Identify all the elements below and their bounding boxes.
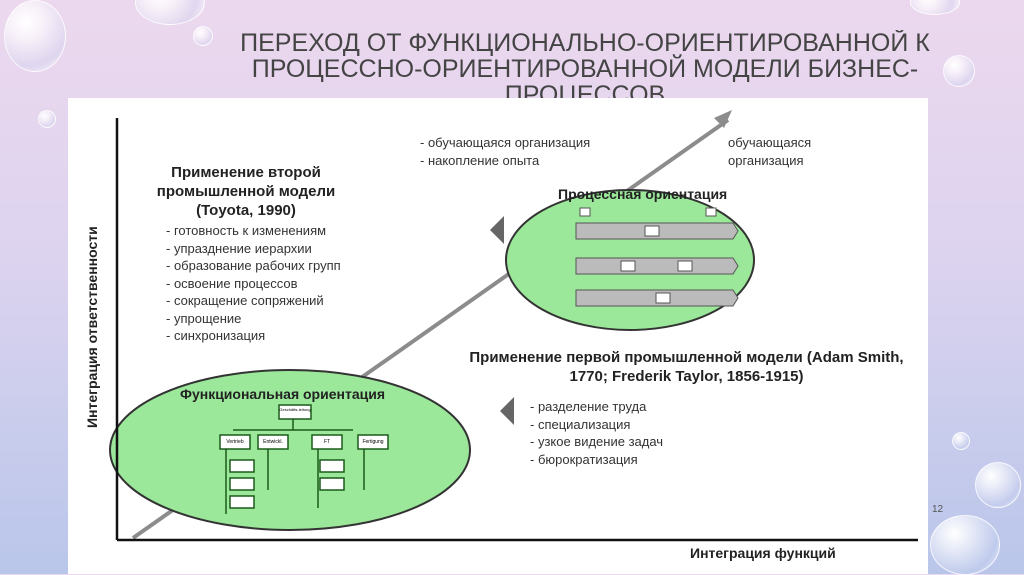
list-item: - обучающаяся организация: [420, 135, 591, 150]
decor-bubble: [38, 110, 56, 128]
second-model-title: Применение второй промышленной модели (T…: [156, 164, 336, 219]
list-item: - разделение труда: [530, 399, 647, 414]
process-ellipse-title: Процессная ориентация: [558, 186, 728, 202]
decor-bubble: [193, 26, 213, 46]
decor-bubble: [4, 0, 66, 72]
list-item: - готовность к изменениям: [166, 223, 327, 238]
diagram-graphics: [109, 110, 918, 542]
decor-bubble: [952, 432, 970, 450]
list-item: - узкое видение задач: [530, 434, 664, 449]
top-right-label: обучающаяся организация: [728, 135, 812, 168]
pointer-triangle-icon: [490, 216, 504, 244]
functional-ellipse: [109, 369, 471, 531]
first-model-title: Применение первой промышленной модели (A…: [469, 349, 904, 385]
list-item: - упрощение: [166, 310, 242, 326]
org-chart: [219, 404, 389, 514]
list-item: - образование рабочих групп: [166, 258, 341, 273]
arrow-head-icon: [714, 110, 732, 128]
list-item: - накопление опыта: [420, 152, 540, 168]
list-item: - бюрократизация: [530, 451, 638, 467]
slide-title: Переход от функционально-ориентированной…: [240, 30, 930, 100]
functional-ellipse-title: Функциональная ориентация: [180, 386, 385, 402]
org-dept: Vertrieb: [226, 439, 244, 445]
y-axis-label: Интеграция ответственности: [84, 226, 100, 428]
x-axis-label: Интеграция функций: [690, 545, 836, 561]
org-root: Geschäfts-leitung: [279, 407, 311, 412]
list-item: - синхронизация: [166, 328, 266, 343]
process-flow-chart: [575, 207, 739, 307]
decor-bubble: [943, 55, 975, 87]
org-dept: Entwickl.: [263, 439, 283, 445]
list-item: - упразднение иерархии: [166, 240, 312, 256]
page-number: 12: [932, 504, 944, 515]
list-item: - сокращение сопряжений: [166, 293, 324, 308]
org-dept: Fertigung: [362, 439, 384, 445]
decor-bubble: [930, 515, 1000, 575]
diagram-image: Интеграция ответственности Интеграция фу…: [68, 98, 928, 574]
decor-bubble: [975, 462, 1021, 508]
decor-bubble: [910, 0, 960, 15]
list-item: - специализация: [530, 416, 631, 432]
pointer-triangle-icon: [500, 397, 514, 425]
decor-bubble: [135, 0, 205, 25]
org-dept: FT: [323, 439, 331, 445]
list-item: - освоение процессов: [166, 275, 298, 291]
